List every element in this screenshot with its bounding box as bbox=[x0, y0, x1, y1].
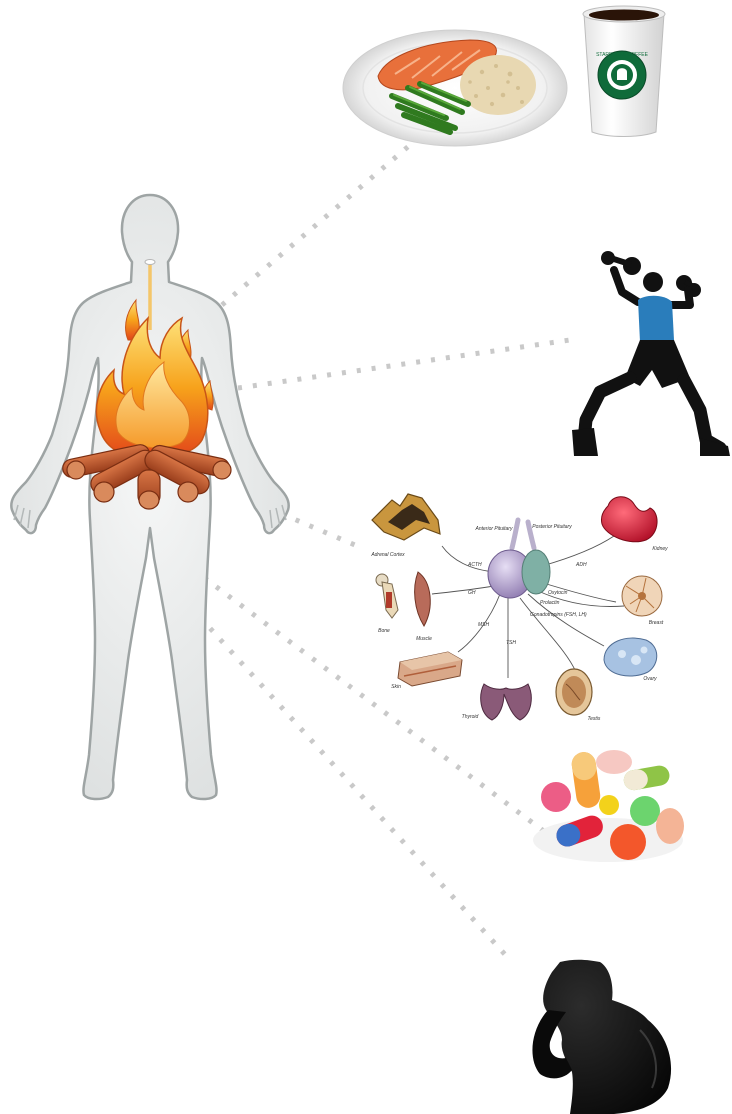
target-label-adrenal-cortex: Adrenal Cortex bbox=[370, 552, 405, 558]
pregnant-torso bbox=[543, 960, 671, 1114]
capsule-green bbox=[622, 764, 671, 792]
gland-label-posterior: Posterior Pituitary bbox=[532, 524, 572, 530]
coffee-cup: STARBUCKS COFFEE bbox=[583, 6, 665, 137]
target-label-ovary: Ovary bbox=[643, 676, 657, 682]
pill-round-pink bbox=[541, 782, 571, 812]
athlete-head bbox=[643, 272, 663, 292]
thyroid bbox=[481, 684, 532, 720]
hormone-label-tsh: TSH bbox=[506, 640, 516, 646]
hormone-label-acth: ACTH bbox=[467, 562, 482, 568]
hormone-label-msh: MSH bbox=[478, 622, 490, 628]
hormone-label-prolactin: Prolactin bbox=[540, 600, 560, 606]
hormone-label-oxytocin: Oxytocin bbox=[548, 590, 568, 596]
breast bbox=[622, 576, 662, 616]
coffee-surface bbox=[589, 10, 659, 21]
target-label-bone: Bone bbox=[378, 628, 390, 634]
hormone-label-gonadotropins: Gonadotropins (FSH, LH) bbox=[530, 612, 587, 618]
mouth bbox=[145, 260, 155, 265]
pill-green bbox=[630, 796, 660, 826]
supplement-pills bbox=[533, 750, 684, 862]
gland-label-anterior: Anterior Pituitary bbox=[475, 526, 513, 532]
connector-food bbox=[222, 145, 410, 305]
skin bbox=[398, 652, 462, 686]
kidney bbox=[601, 497, 657, 542]
posterior-pituitary-lobe bbox=[522, 550, 550, 594]
target-label-muscle: Muscle bbox=[416, 636, 432, 642]
pill-yellow bbox=[599, 795, 619, 815]
muscle bbox=[415, 572, 431, 626]
testis bbox=[556, 669, 592, 715]
pregnant-woman-silhouette bbox=[532, 960, 671, 1114]
target-label-thyroid: Thyroid bbox=[462, 714, 479, 720]
target-label-testis: Testis bbox=[588, 716, 601, 722]
log-end bbox=[213, 461, 231, 479]
pill-tablet-pink bbox=[596, 750, 632, 774]
log-end bbox=[139, 491, 159, 509]
rice-pile bbox=[460, 55, 536, 115]
target-label-skin: Skin bbox=[391, 684, 401, 690]
target-label-breast: Breast bbox=[649, 620, 664, 626]
log-end bbox=[94, 482, 114, 502]
ovary bbox=[604, 638, 657, 676]
pituitary-hormone-chart: Anterior Pituitary Posterior Pituitary A… bbox=[370, 494, 668, 722]
log-end bbox=[67, 461, 85, 479]
pituitary-stalk bbox=[512, 520, 534, 548]
dumbbell-left bbox=[601, 251, 641, 275]
cup-logo-siren-face bbox=[617, 68, 627, 80]
athlete-legs bbox=[584, 378, 720, 448]
food-plate bbox=[343, 30, 567, 146]
hormone-label-gh: GH bbox=[468, 590, 476, 596]
exercise-athlete-silhouette bbox=[572, 251, 730, 456]
pill-orange-round bbox=[610, 824, 646, 860]
athlete-shirt bbox=[638, 296, 674, 347]
log-end bbox=[178, 482, 198, 502]
connector-exercise bbox=[238, 340, 570, 388]
cup-logo-text: STARBUCKS COFFEE bbox=[596, 52, 649, 58]
hormone-label-adh: ADH bbox=[575, 562, 587, 568]
target-label-kidney: Kidney bbox=[652, 546, 668, 552]
bone bbox=[376, 574, 398, 618]
pill-peach bbox=[656, 808, 684, 844]
